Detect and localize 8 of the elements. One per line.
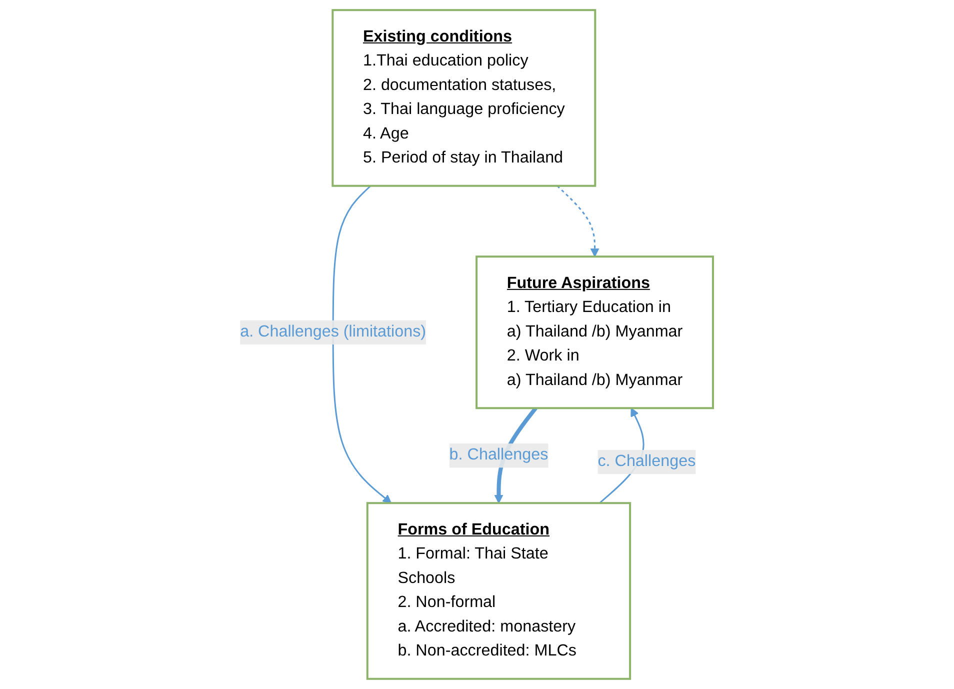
arrow: [557, 185, 600, 257]
node-box: Future Aspirations 1. Tertiary Education in a) Thailand /b) Myanmar 2. Work in a) Thailand /b) Myanmar: [476, 256, 714, 410]
edge-label: a. Challenges (limitations): [240, 323, 427, 340]
node-box: Existing conditions 1.Thai education policy 2. documentation statuses, 3. Thai language proficiency 4. Age 5. Period of stay in Thailand: [332, 9, 597, 187]
arrow: [332, 185, 392, 504]
node-box: Forms of Education 1. Formal: Thai State Schools 2. Non-formal a. Accredited: monastery b. Non-accredited: MLCs: [366, 502, 632, 680]
edge-label: b. Challenges: [450, 446, 549, 464]
edge-label: c. Challenges: [598, 452, 696, 470]
